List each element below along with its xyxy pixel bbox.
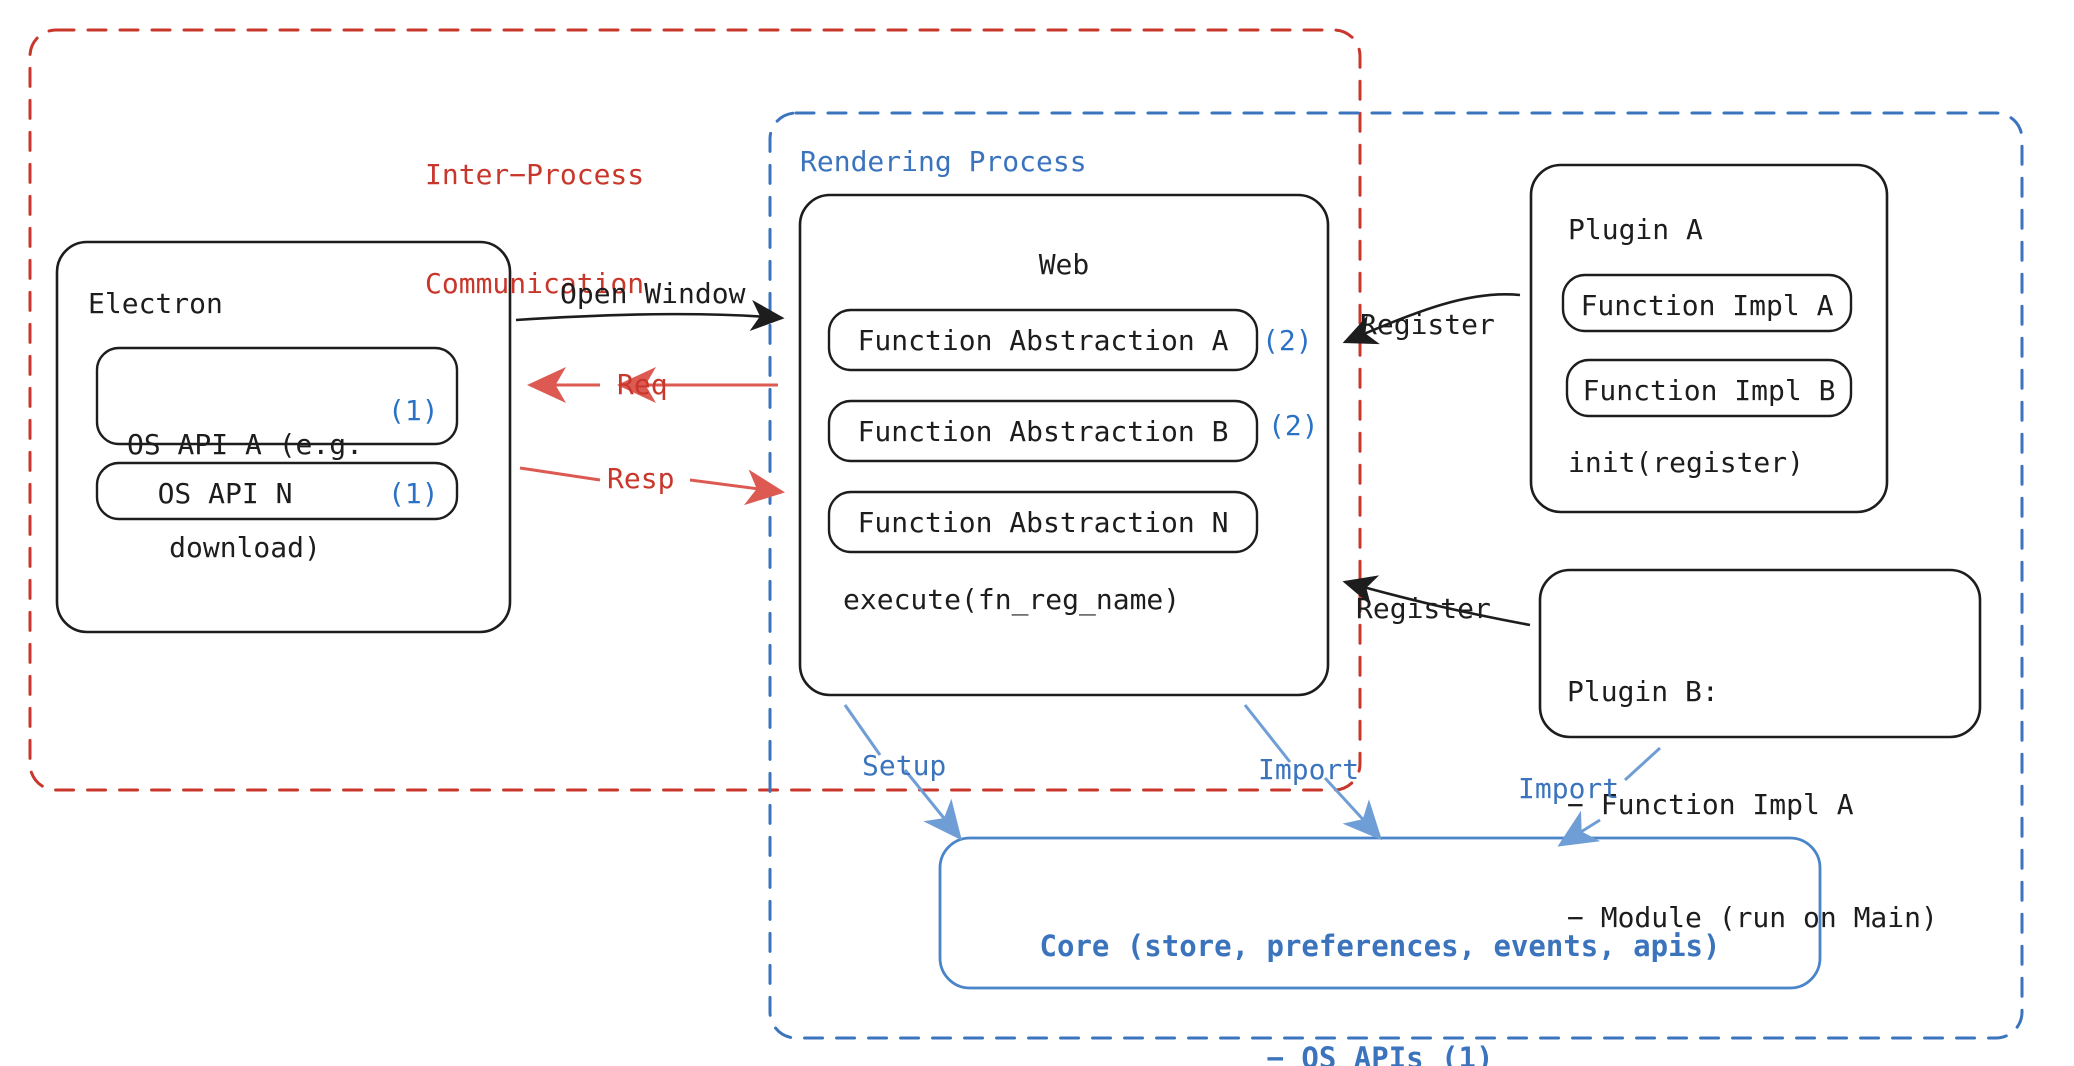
badge-os-api-a: (1) [388,394,439,427]
box-title-electron: Electron [88,287,223,320]
box-plugin-b-content: Plugin B: − Function Impl A − Module (ru… [1567,597,1938,1013]
edge-label-register-plugin-a: Register [1360,308,1495,341]
badge-function-abstraction-a: (2) [1262,324,1313,357]
edge-resp [519,466,785,506]
edge-open-window [515,299,785,332]
container-label-ipc: Inter−Process Communication [425,157,645,300]
node-plugin-a-function-impl-b: Function Impl B [1582,374,1836,407]
badge-os-api-n: (1) [388,477,439,510]
container-ipc [28,28,1362,792]
edge-setup [843,704,962,841]
edge-label-register-plugin-b: Register [1356,592,1491,625]
container-rendering-process [768,111,2024,1040]
edge-label-import-web: Import [1258,753,1360,786]
node-os-api-n: OS API N [157,477,293,510]
box-electron [55,240,512,634]
box-title-plugin-a: Plugin A [1568,213,1703,246]
node-function-abstraction-n: Function Abstraction N [857,506,1229,539]
edge-label-req: Req [617,368,668,401]
badge-function-abstraction-b: (2) [1268,409,1319,442]
edge-register-plugin-a [1342,293,1521,345]
node-function-abstraction-a: Function Abstraction A [857,324,1229,357]
core-line-1: − OS APIs (1) [1266,1040,1494,1066]
plugin-b-item-1: − Module (run on Main) [1567,901,1938,935]
node-os-api-a: OS API A (e.g. download) [126,428,363,564]
edge-import-plugin-b [1557,746,1662,847]
edge-register-plugin-b [1342,575,1531,627]
edge-import-web [1243,704,1383,841]
edge-label-setup: Setup [862,749,947,782]
plugin-b-item-0: − Function Impl A [1567,787,1854,821]
edge-label-open-window: Open Window [560,277,746,310]
core-line-0: Core (store, preferences, events, apis) [1039,929,1721,964]
box-core-content: Core (store, preferences, events, apis) … [940,854,1820,1066]
node-plugin-a-function-impl-a: Function Impl A [1580,289,1834,322]
box-title-web: Web [1038,248,1090,281]
container-label-rendering-process: Rendering Process [800,145,1087,178]
box-plugin-a [1529,163,1889,514]
plugin-b-title: Plugin B: [1567,674,1719,708]
edge-label-resp: Resp [607,462,675,495]
plugin-a-footer-init: init(register) [1568,446,1805,479]
box-web [798,193,1330,697]
web-footer-execute: execute(fn_reg_name) [843,583,1181,616]
edge-label-import-plugin-b: Import [1518,772,1620,805]
box-plugin-b [1538,568,1982,739]
node-function-abstraction-b: Function Abstraction B [857,415,1229,448]
